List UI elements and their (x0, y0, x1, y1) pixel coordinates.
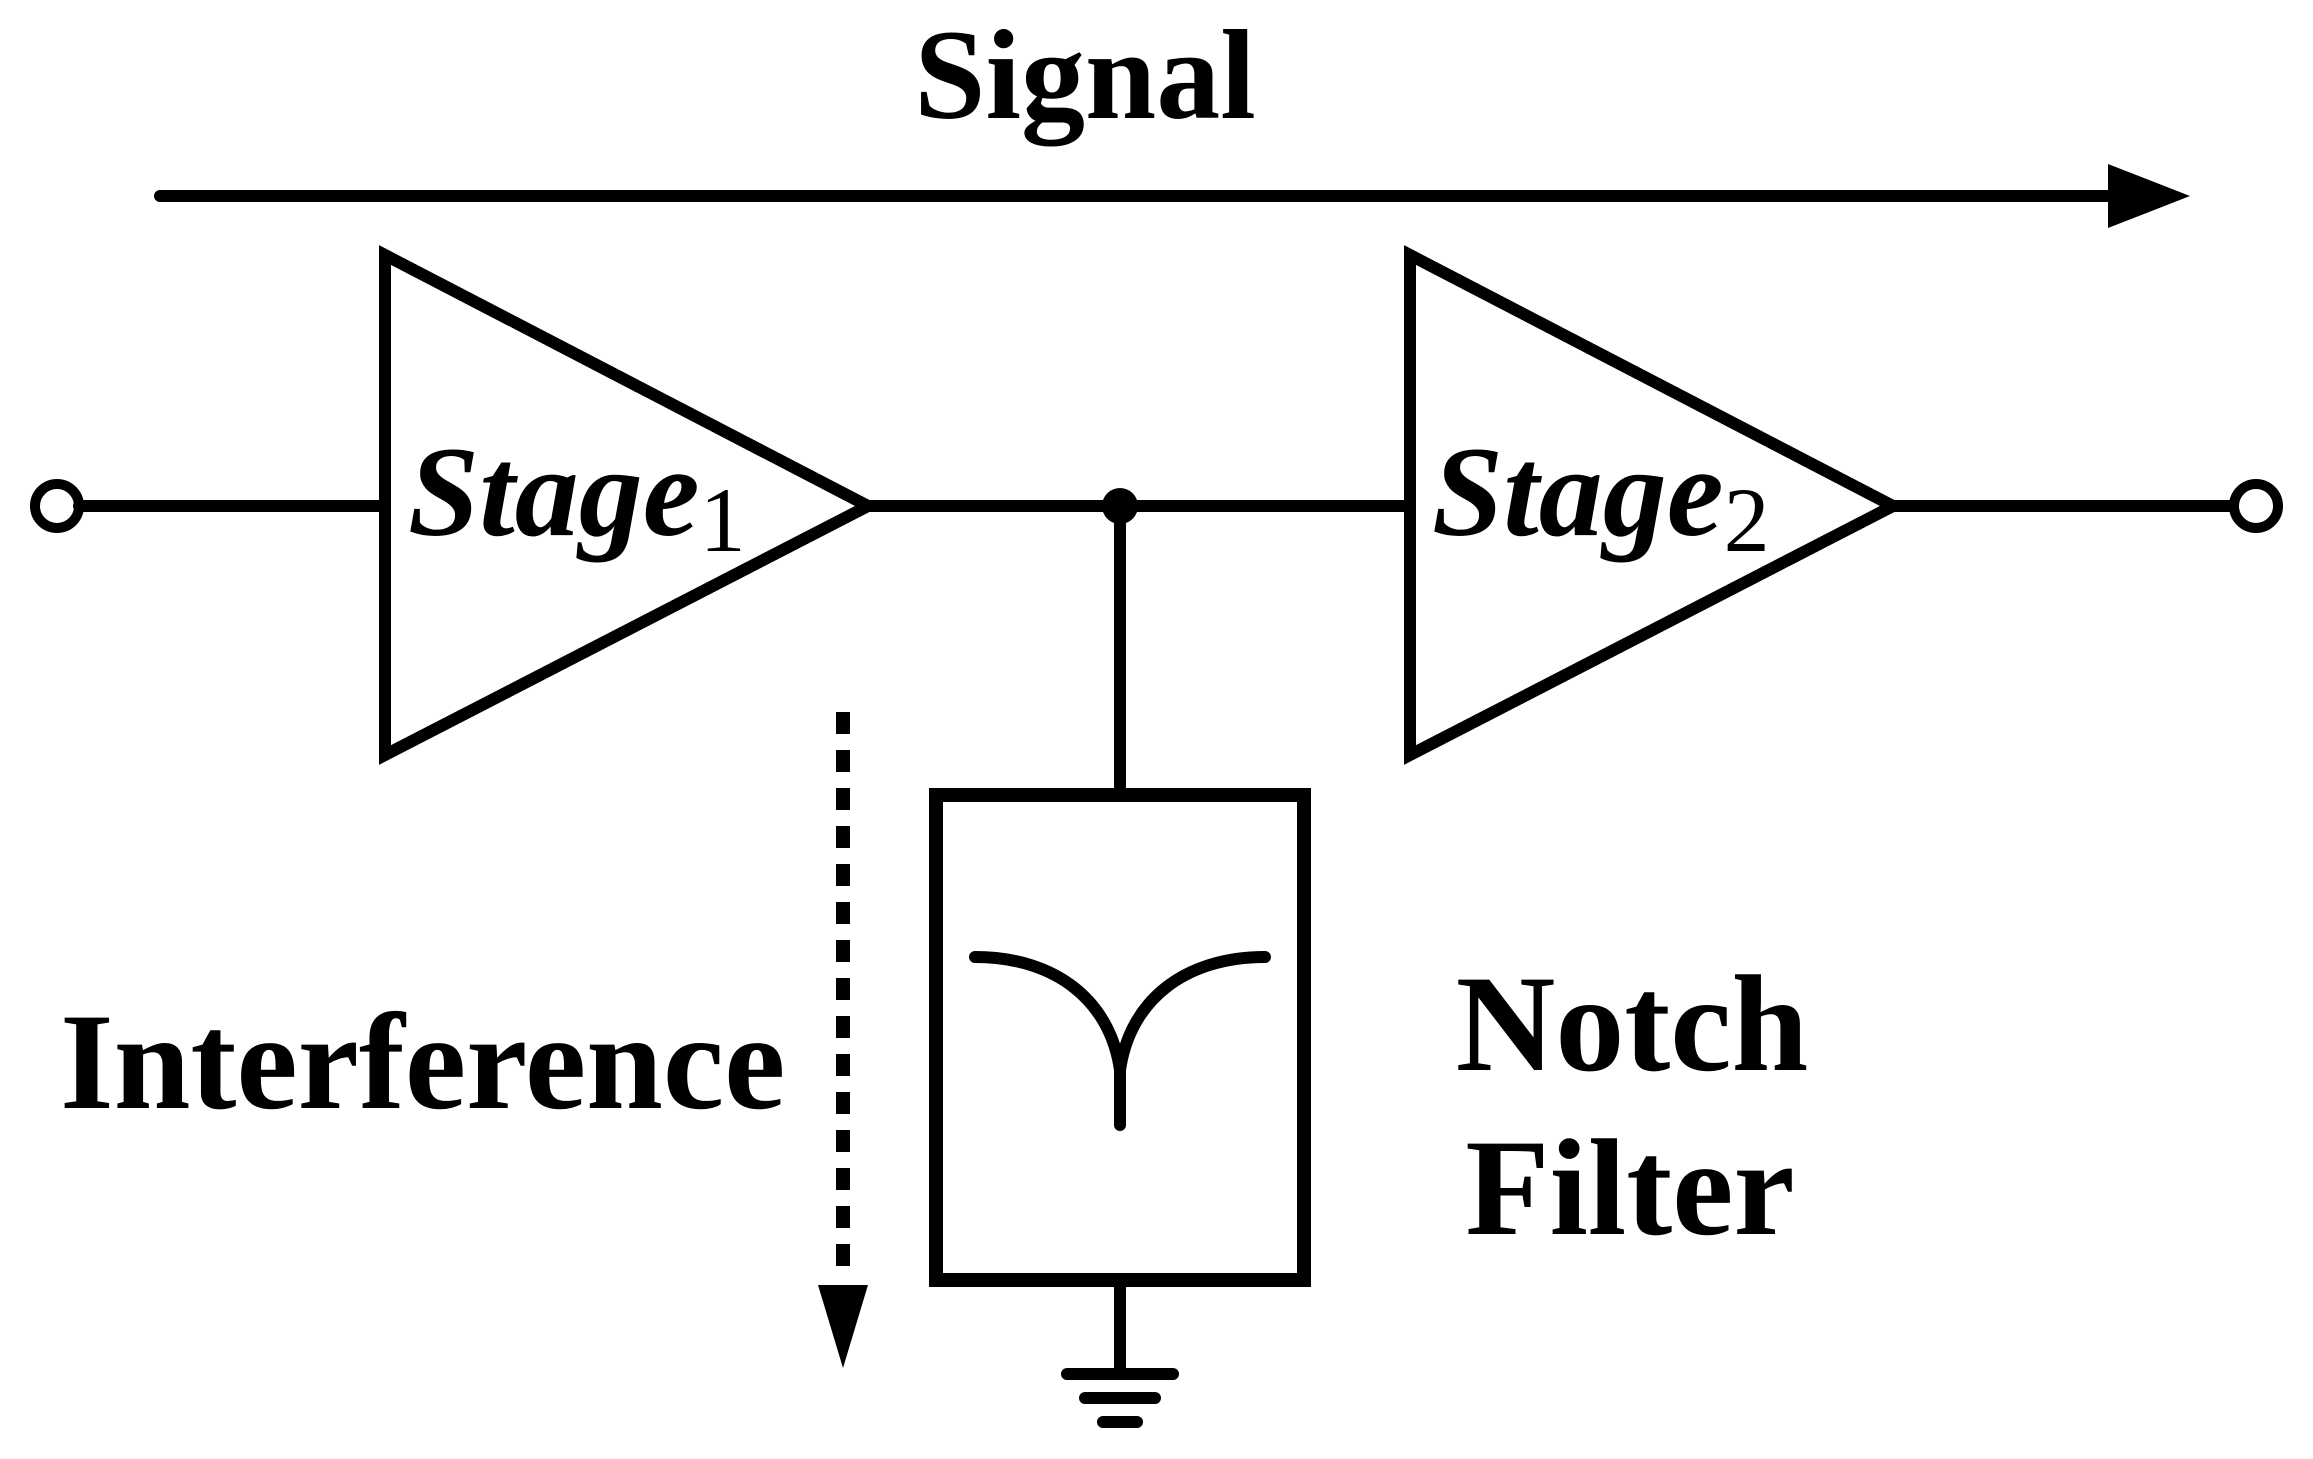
stage2-label: Stage2 (1432, 421, 1770, 571)
notch-filter-label-line2: Filter (1465, 1111, 1794, 1264)
notch-filter-label-line1: Notch (1456, 947, 1809, 1100)
ground-icon (1061, 1368, 1179, 1428)
signal-label: Signal (914, 4, 1256, 146)
output-terminal (2229, 479, 2283, 533)
notch-response-icon (969, 951, 1271, 1131)
stage2-subscript: 2 (1724, 469, 1770, 571)
input-terminal (30, 479, 84, 533)
stage2-name: Stage (1432, 421, 1724, 563)
stage1-amplifier (379, 245, 882, 765)
notch-filter-box (929, 788, 1311, 1287)
stage2-amplifier (1404, 245, 1907, 765)
interference-arrow-head (818, 1285, 868, 1368)
stage1-name: Stage (408, 421, 700, 563)
signal-arrow-head (2108, 164, 2190, 228)
stage1-label: Stage1 (408, 421, 746, 571)
stage1-subscript: 1 (700, 469, 746, 571)
interference-label: Interference (60, 985, 785, 1138)
